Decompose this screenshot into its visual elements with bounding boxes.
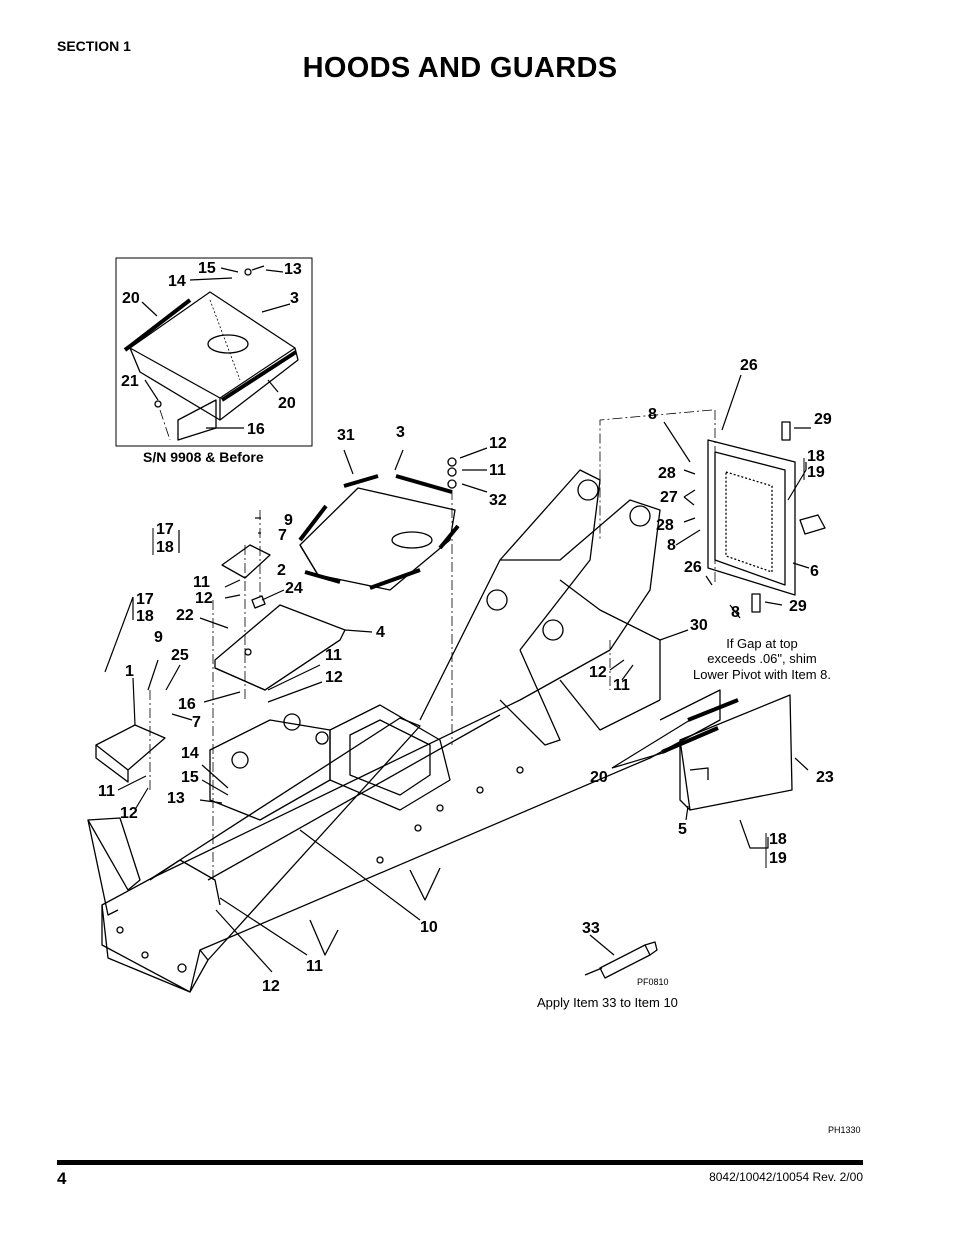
callout-12: 12	[195, 590, 213, 607]
callout-9: 9	[154, 629, 163, 646]
callout-9: 9	[284, 512, 293, 529]
callout-8: 8	[731, 604, 740, 621]
callout-32: 32	[489, 492, 507, 509]
callout-20: 20	[122, 290, 140, 307]
callout-3: 3	[396, 424, 405, 441]
side-panel-drawing	[661, 694, 793, 811]
callout-11: 11	[193, 574, 210, 591]
callout-8: 8	[667, 537, 676, 554]
callout-19: 19	[807, 464, 825, 481]
callout-11: 11	[98, 783, 115, 800]
callout-17: 17	[136, 591, 154, 608]
callout-16: 16	[178, 696, 196, 713]
callout-26: 26	[740, 357, 758, 374]
figure-id: PH1330	[828, 1125, 861, 1135]
callout-8: 8	[648, 406, 657, 423]
assembly-centerlines	[149, 409, 716, 880]
callout-12: 12	[120, 805, 138, 822]
callout-26: 26	[684, 559, 702, 576]
callout-11: 11	[489, 462, 506, 479]
callout-18: 18	[136, 608, 154, 625]
callout-17: 17	[156, 521, 174, 538]
callout-11: 11	[325, 647, 342, 664]
main-frame-drawing	[87, 469, 721, 993]
callout-18: 18	[156, 539, 174, 556]
callout-11: 11	[306, 958, 323, 975]
apply-note: Apply Item 33 to Item 10	[537, 995, 678, 1010]
callout-29: 29	[789, 598, 807, 615]
page-title: HOODS AND GUARDS	[302, 52, 618, 84]
top-hood-drawing	[298, 457, 460, 591]
callout-29: 29	[814, 411, 832, 428]
inset-serial-label: S/N 9908 & Before	[143, 449, 264, 465]
document-number: 8042/10042/10054 Rev. 2/00	[709, 1170, 863, 1184]
page-number: 4	[57, 1169, 67, 1188]
callout-12: 12	[589, 664, 607, 681]
callout-14: 14	[181, 745, 199, 762]
gap-note-line-2: exceeds .06", shim	[707, 651, 816, 666]
callout-24: 24	[285, 580, 303, 597]
callout-7: 7	[278, 527, 287, 544]
callout-21: 21	[121, 373, 139, 390]
callout-13: 13	[284, 261, 302, 278]
callout-10: 10	[420, 919, 438, 936]
callout-12: 12	[262, 978, 280, 995]
callout-3: 3	[290, 290, 299, 307]
callout-33: 33	[582, 920, 600, 937]
callout-28: 28	[656, 517, 674, 534]
callout-23: 23	[816, 769, 834, 786]
callout-5: 5	[678, 821, 687, 838]
grease-part-ref: PF0810	[637, 977, 669, 987]
callout-31: 31	[337, 427, 355, 444]
callout-18: 18	[807, 448, 825, 465]
grease-tube-drawing	[584, 941, 658, 979]
callout-25: 25	[171, 647, 189, 664]
callout-19: 19	[769, 850, 787, 867]
callout-4: 4	[376, 624, 385, 641]
callout-20: 20	[590, 769, 608, 786]
gap-note-line-3: Lower Pivot with Item 8.	[693, 667, 831, 682]
inset-frame	[115, 257, 313, 447]
callout-6: 6	[810, 563, 819, 580]
callout-12: 12	[489, 435, 507, 452]
callout-30: 30	[690, 617, 708, 634]
callout-1: 1	[125, 663, 134, 680]
callout-28: 28	[658, 465, 676, 482]
callout-20: 20	[278, 395, 296, 412]
callout-15: 15	[198, 260, 216, 277]
callout-12: 12	[325, 669, 343, 686]
callout-13: 13	[167, 790, 185, 807]
callout-2: 2	[277, 562, 286, 579]
callout-16: 16	[247, 421, 265, 438]
floor-plates-drawing	[95, 544, 346, 783]
callout-7: 7	[192, 714, 201, 731]
callout-18: 18	[769, 831, 787, 848]
callout-11: 11	[613, 677, 630, 694]
gap-note-line-1: If Gap at top	[726, 636, 798, 651]
group-brackets	[132, 458, 805, 868]
section-label: SECTION 1	[57, 38, 131, 54]
leader-lines	[104, 267, 811, 973]
inset-hood-drawing	[123, 265, 299, 441]
callout-numbers: 15 13 14 20 3 21 20 16 31 3 12 11 32 26 …	[98, 260, 834, 995]
callout-22: 22	[176, 607, 194, 624]
callout-15: 15	[181, 769, 199, 786]
callout-14: 14	[168, 273, 186, 290]
callout-27: 27	[660, 489, 678, 506]
footer-rule	[57, 1160, 863, 1165]
